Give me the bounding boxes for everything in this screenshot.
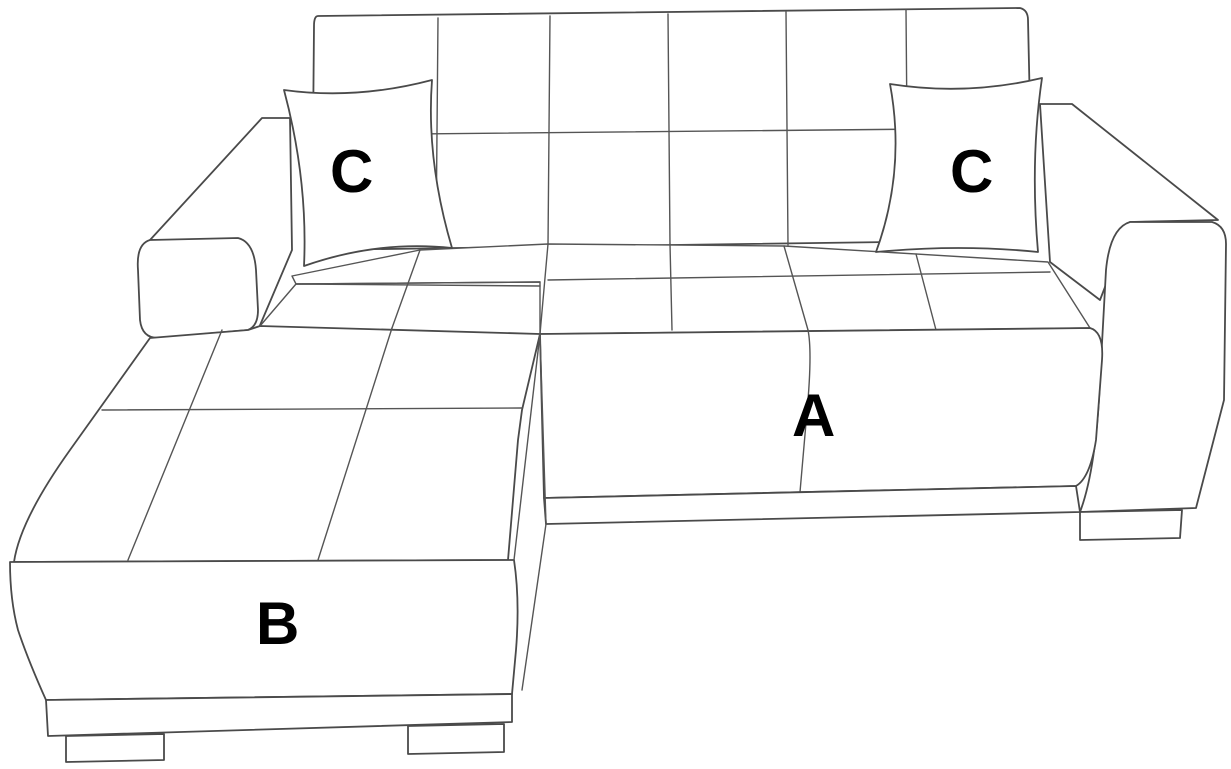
chaise-section-label: B [256, 594, 299, 654]
seat-back-cushions [292, 244, 1090, 334]
left-arm [138, 118, 292, 338]
chaise [10, 250, 546, 762]
pillow-label-left: C [330, 142, 373, 202]
pillow-label-right: C [950, 142, 993, 202]
main-section-label: A [792, 386, 835, 446]
